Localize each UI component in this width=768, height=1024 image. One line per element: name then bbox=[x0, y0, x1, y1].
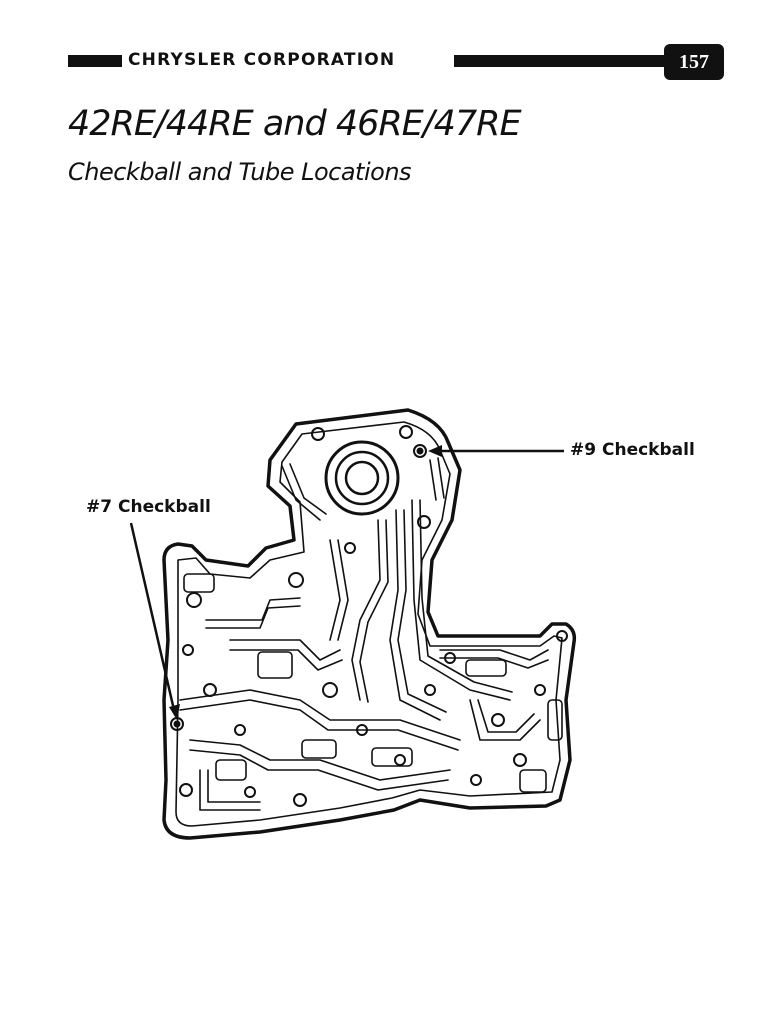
main-boss-inner bbox=[344, 460, 380, 496]
plate-outline bbox=[162, 408, 577, 840]
callout-checkball-7: #7 Checkball bbox=[86, 497, 211, 517]
bolt-holes bbox=[179, 425, 568, 807]
valve-body-plate bbox=[162, 408, 577, 840]
page-title: 42RE/44RE and 46RE/47RE bbox=[68, 104, 522, 144]
page-subtitle: Checkball and Tube Locations bbox=[68, 158, 412, 186]
plate-chambers bbox=[183, 573, 563, 793]
fluid-passages bbox=[179, 457, 549, 811]
plate-inner-outline bbox=[175, 421, 563, 827]
page-number-badge: 157 bbox=[664, 44, 724, 80]
leader-line-7 bbox=[129, 522, 180, 720]
corporation-name: CHRYSLER CORPORATION bbox=[128, 50, 396, 70]
main-boss-outer bbox=[324, 440, 400, 516]
header-rule-right bbox=[454, 55, 664, 67]
main-boss-mid bbox=[334, 450, 390, 506]
header-bar: CHRYSLER CORPORATION bbox=[68, 50, 664, 70]
callout-checkball-9: #9 Checkball bbox=[570, 440, 695, 460]
checkball-9-marker bbox=[413, 444, 427, 458]
page-number: 157 bbox=[679, 50, 709, 73]
header-rule-left bbox=[68, 55, 122, 67]
leader-line-9 bbox=[428, 445, 564, 457]
